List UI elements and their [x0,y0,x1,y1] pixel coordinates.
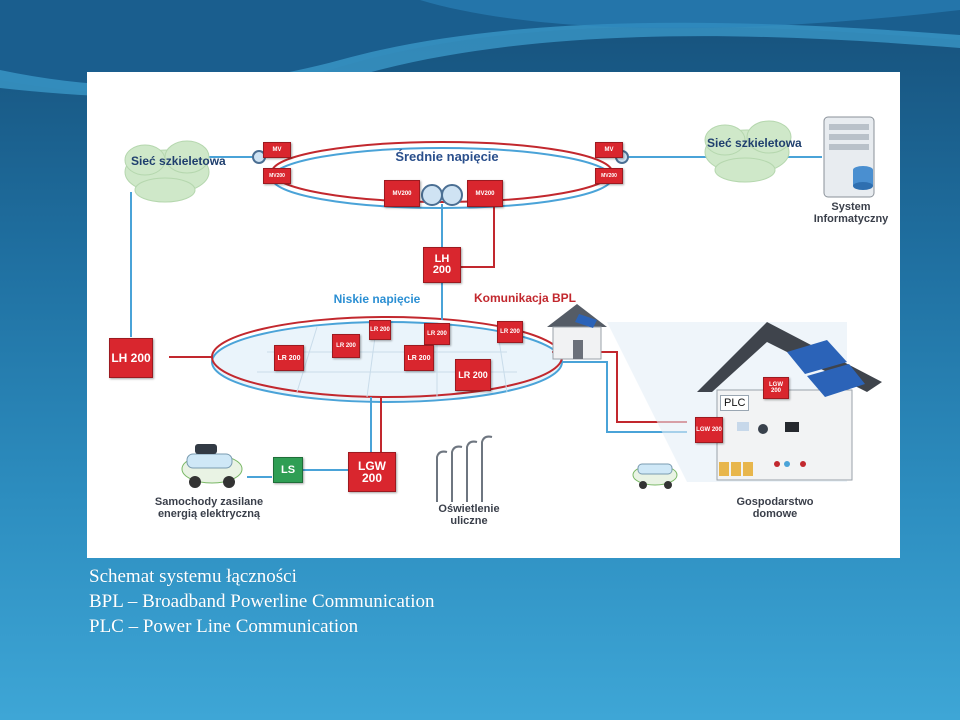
lh200-device-center: LH 200 [423,247,461,283]
lr200-device-7: LR 200 [455,359,491,391]
slide-caption: Schemat systemu łączności BPL – Broadban… [89,564,434,639]
caption-title: Schemat systemu łączności [89,566,297,587]
household-label: Gospodarstwo domowe [736,496,814,520]
ls-device: LS [273,457,303,483]
medium-voltage-label: Średnie napięcie [395,149,499,164]
lr200-device-1: LR 200 [369,320,391,340]
plc-label: PLC [720,395,750,411]
caption-bpl-definition: BPL – Broadband Powerline Communication [89,591,435,612]
lr200-device-5: LR 200 [274,345,304,371]
electric-cars-label: Samochody zasilane energią elektryczną [154,496,264,520]
mv200-device-center-right: MV200 [467,180,503,207]
lh200-device-left: LH 200 [109,338,153,378]
lgw200-device-roof: LGW 200 [763,377,789,399]
lr200-device-3: LR 200 [497,321,523,343]
header-wave-decoration [0,0,960,98]
mv200-device-top-left: MV200 [263,168,291,184]
street-lighting-label: Oświetlenie uliczne [438,503,500,527]
mv-device-top-right: MV [595,142,623,158]
mv-device-top-left: MV [263,142,291,158]
lr200-device-6: LR 200 [404,345,434,371]
bpl-communication-label: Komunikacja BPL [473,291,577,305]
bpl-system-diagram: Sieć szkieletowa Sieć szkieletowa Średni… [87,72,900,558]
mv200-device-center-left: MV200 [384,180,420,207]
lr200-device-4: LR 200 [332,334,360,358]
lgw200-device-main: LGW 200 [348,452,396,492]
mv200-device-top-right: MV200 [595,168,623,184]
cloud-label-right: Sieć szkieletowa [707,136,802,150]
lgw200-device-house: LGW 200 [695,417,723,443]
caption-plc-definition: PLC – Power Line Communication [89,616,359,637]
low-voltage-label: Niskie napięcie [333,292,421,306]
server-label: System Informatyczny [813,201,889,225]
cloud-label-left: Sieć szkieletowa [131,154,226,168]
lr200-device-2: LR 200 [424,323,450,345]
